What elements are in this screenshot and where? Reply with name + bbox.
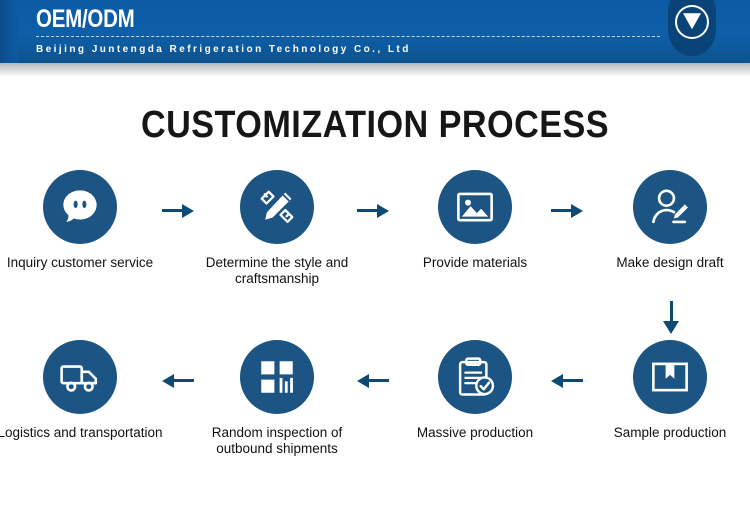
page-header: OEM/ODM Beijing Juntengda Refrigeration … <box>0 0 750 63</box>
arrow-shaft <box>172 379 194 382</box>
process-step-logistics-transportation[interactable]: Logistics and transportation <box>0 340 165 441</box>
process-step-massive-production[interactable]: Massive production <box>390 340 560 441</box>
arrow-right-icon <box>158 200 198 222</box>
clipboard-check-icon <box>454 356 496 398</box>
step-label: Inquiry customer service <box>6 255 154 270</box>
arrow-head <box>357 373 369 388</box>
arrow-shaft <box>357 209 379 212</box>
arrow-shaft <box>551 209 573 212</box>
arrow-shaft <box>367 379 389 382</box>
step-icon-circle <box>633 170 707 244</box>
step-label: Provide materials <box>422 255 528 270</box>
step-label: Determine the style and craftsmanship <box>205 255 349 286</box>
pencil-design-icon <box>256 186 298 228</box>
arrow-left-icon <box>547 370 587 392</box>
logo-circle-ring <box>675 5 709 39</box>
arrow-head <box>571 203 583 218</box>
person-pencil-icon <box>649 186 691 228</box>
arrow-right-icon <box>353 200 393 222</box>
arrow-left-icon <box>353 370 393 392</box>
header-dashed-divider <box>36 36 660 37</box>
process-step-inquiry-customer-service[interactable]: Inquiry customer service <box>0 170 165 271</box>
arrow-left-icon <box>158 370 198 392</box>
page-title: CUSTOMIZATION PROCESS <box>0 103 750 147</box>
process-step-provide-materials[interactable]: Provide materials <box>390 170 560 271</box>
arrow-head <box>182 203 194 218</box>
process-step-sample-production[interactable]: Sample production <box>585 340 750 441</box>
step-label: Logistics and transportation <box>0 425 163 440</box>
header-text-block: OEM/ODM Beijing Juntengda Refrigeration … <box>36 4 660 56</box>
process-flow: Inquiry customer service <box>0 170 750 465</box>
process-row-1: Inquiry customer service <box>0 170 750 295</box>
delivery-truck-icon <box>59 356 101 398</box>
arrow-head <box>377 203 389 218</box>
step-icon-circle <box>438 170 512 244</box>
process-step-determine-style[interactable]: Determine the style and craftsmanship <box>192 170 362 287</box>
step-icon-circle <box>438 340 512 414</box>
arrow-shaft <box>162 209 184 212</box>
step-label: Massive production <box>416 425 534 440</box>
process-step-random-inspection[interactable]: Random inspection of outbound shipments <box>192 340 362 457</box>
inspection-grid-icon <box>256 356 298 398</box>
page-title-text: CUSTOMIZATION PROCESS <box>140 104 609 146</box>
arrow-head <box>663 321 679 334</box>
header-drop-shadow <box>0 63 750 77</box>
header-left-accent <box>0 0 18 63</box>
arrow-head <box>162 373 174 388</box>
step-label: Sample production <box>613 425 727 440</box>
chat-bubble-icon <box>59 186 101 228</box>
arrow-down-icon <box>663 301 679 335</box>
arrow-shaft <box>669 301 673 323</box>
chevron-down-badge-icon <box>683 13 701 30</box>
process-step-make-design-draft[interactable]: Make design draft <box>585 170 750 271</box>
process-row-2: Logistics and transportation <box>0 301 750 465</box>
step-icon-circle <box>633 340 707 414</box>
brand-title: OEM/ODM <box>36 5 135 33</box>
arrow-head <box>551 373 563 388</box>
company-name: Beijing Juntengda Refrigeration Technolo… <box>36 44 411 55</box>
package-box-icon <box>649 356 691 398</box>
step-icon-circle <box>240 170 314 244</box>
arrow-shaft <box>561 379 583 382</box>
company-logo <box>668 0 716 56</box>
step-icon-circle <box>43 340 117 414</box>
step-label: Random inspection of outbound shipments <box>211 425 343 456</box>
step-icon-circle <box>240 340 314 414</box>
arrow-right-icon <box>547 200 587 222</box>
step-label: Make design draft <box>616 255 724 270</box>
image-picture-icon <box>454 186 496 228</box>
step-icon-circle <box>43 170 117 244</box>
